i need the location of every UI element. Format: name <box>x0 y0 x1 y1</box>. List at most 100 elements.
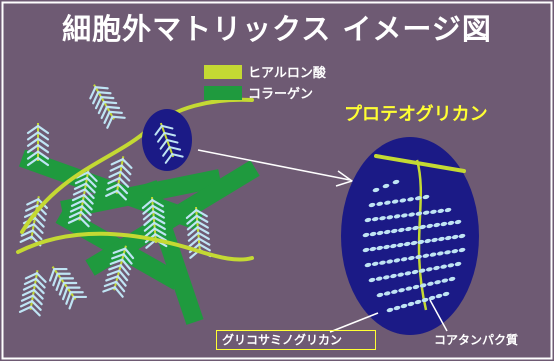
gag-bristle <box>154 233 167 242</box>
gag-bristle <box>21 288 36 297</box>
gag-dot <box>382 183 390 189</box>
gag-dot <box>444 207 452 213</box>
gag-bristle <box>26 137 40 147</box>
gag-bristle <box>162 146 171 157</box>
gag-bristle <box>82 193 94 205</box>
gag-bristle <box>121 158 133 169</box>
gag-bristle <box>66 286 81 289</box>
gag-bristle <box>100 95 115 100</box>
gag-dot <box>398 288 405 293</box>
gag-bristle <box>144 227 156 238</box>
gag-bristle <box>31 229 43 241</box>
zoom-source-proteoglycan <box>154 122 184 164</box>
gag-dot <box>424 238 432 244</box>
gag-dot <box>393 258 401 263</box>
gag-dot <box>376 245 384 251</box>
gag-bristle <box>118 269 129 282</box>
gag-dot <box>398 227 405 233</box>
gag-dot <box>401 213 408 218</box>
proteoglycan-small <box>105 156 133 201</box>
gag-bristle <box>52 272 59 287</box>
gag-bristle <box>152 216 166 225</box>
gag-bristle <box>59 277 75 280</box>
gag-bristle <box>74 176 89 185</box>
gag-dot <box>422 253 430 258</box>
gag-bristle <box>122 253 133 265</box>
gag-dot <box>458 233 466 239</box>
gag-bristle <box>70 199 85 207</box>
gag-dot <box>422 210 430 215</box>
gag-dot <box>434 280 441 285</box>
gag-dot <box>408 212 415 217</box>
gag-bristle <box>106 115 114 129</box>
gag-dot <box>444 235 452 241</box>
gag-bristle <box>33 283 45 295</box>
gag-bristle <box>108 170 122 179</box>
gag-bristle <box>81 199 93 211</box>
gag-bristle <box>195 214 209 223</box>
gag-bristle <box>154 124 163 136</box>
gag-bristle <box>171 153 184 158</box>
gag-bristle <box>103 280 118 288</box>
gag-dot <box>390 228 398 234</box>
hyaluronic-chain-zoom <box>374 154 466 173</box>
core-protein-label: コアタンパク質 <box>434 333 519 347</box>
legend-swatch-hyaluronic <box>204 64 242 79</box>
gag-dot <box>391 289 398 294</box>
gag-bristle <box>23 277 38 286</box>
gag-dot <box>364 217 372 223</box>
gag-bristle <box>68 210 83 219</box>
gag-bristle <box>94 86 109 90</box>
legend-swatch-collagen <box>204 85 242 100</box>
gag-bristle <box>185 208 198 220</box>
proteoglycan-small <box>26 123 50 167</box>
gag-bristle <box>197 231 210 241</box>
gag-dot <box>375 276 383 281</box>
gag-bristle <box>143 221 156 232</box>
gag-dot <box>444 250 451 255</box>
gag-dot <box>436 251 444 256</box>
proteoglycan-small <box>141 197 168 249</box>
gag-bristle <box>160 124 174 130</box>
gag-bristle <box>69 291 84 294</box>
gag-dot <box>422 194 430 200</box>
gag-bristle <box>26 156 40 167</box>
gag-dot <box>433 265 440 271</box>
gag-bristle <box>26 131 40 141</box>
gag-dot <box>376 292 384 298</box>
gag-bristle <box>53 267 68 271</box>
gag-bristle <box>68 295 75 310</box>
gag-dot <box>428 295 436 301</box>
gag-bristle <box>79 210 91 222</box>
gag-bristle <box>153 227 167 236</box>
gag-bristle <box>109 164 123 172</box>
gag-bristle <box>151 198 164 208</box>
gag-bristle <box>72 188 87 196</box>
gag-bristle <box>24 272 39 280</box>
gag-bristle <box>117 183 129 195</box>
gag-dot <box>386 259 394 264</box>
gag-bristle <box>108 110 123 114</box>
gag-bristle <box>143 216 155 227</box>
gag-dot <box>458 247 466 253</box>
gag-dot <box>412 284 420 290</box>
gag-bristle <box>65 291 72 305</box>
gag-bristle <box>32 288 44 300</box>
gag-bristle <box>29 305 41 317</box>
collagen-fiber <box>139 180 204 325</box>
gag-bristle <box>31 294 43 306</box>
proteoglycan-small <box>67 169 98 228</box>
proteoglycan-small <box>48 266 88 310</box>
gag-bristle <box>142 210 155 221</box>
gag-bristle <box>97 100 106 115</box>
gag-bristle <box>196 226 210 235</box>
gag-bristle <box>152 210 165 219</box>
gag-dot <box>415 254 422 260</box>
gag-bristle <box>106 183 120 191</box>
gag-bristle <box>94 95 103 110</box>
gag-bristle <box>198 243 211 252</box>
gag-bristle <box>116 189 127 201</box>
gag-bristle <box>124 247 135 260</box>
gag-dot <box>379 216 386 221</box>
